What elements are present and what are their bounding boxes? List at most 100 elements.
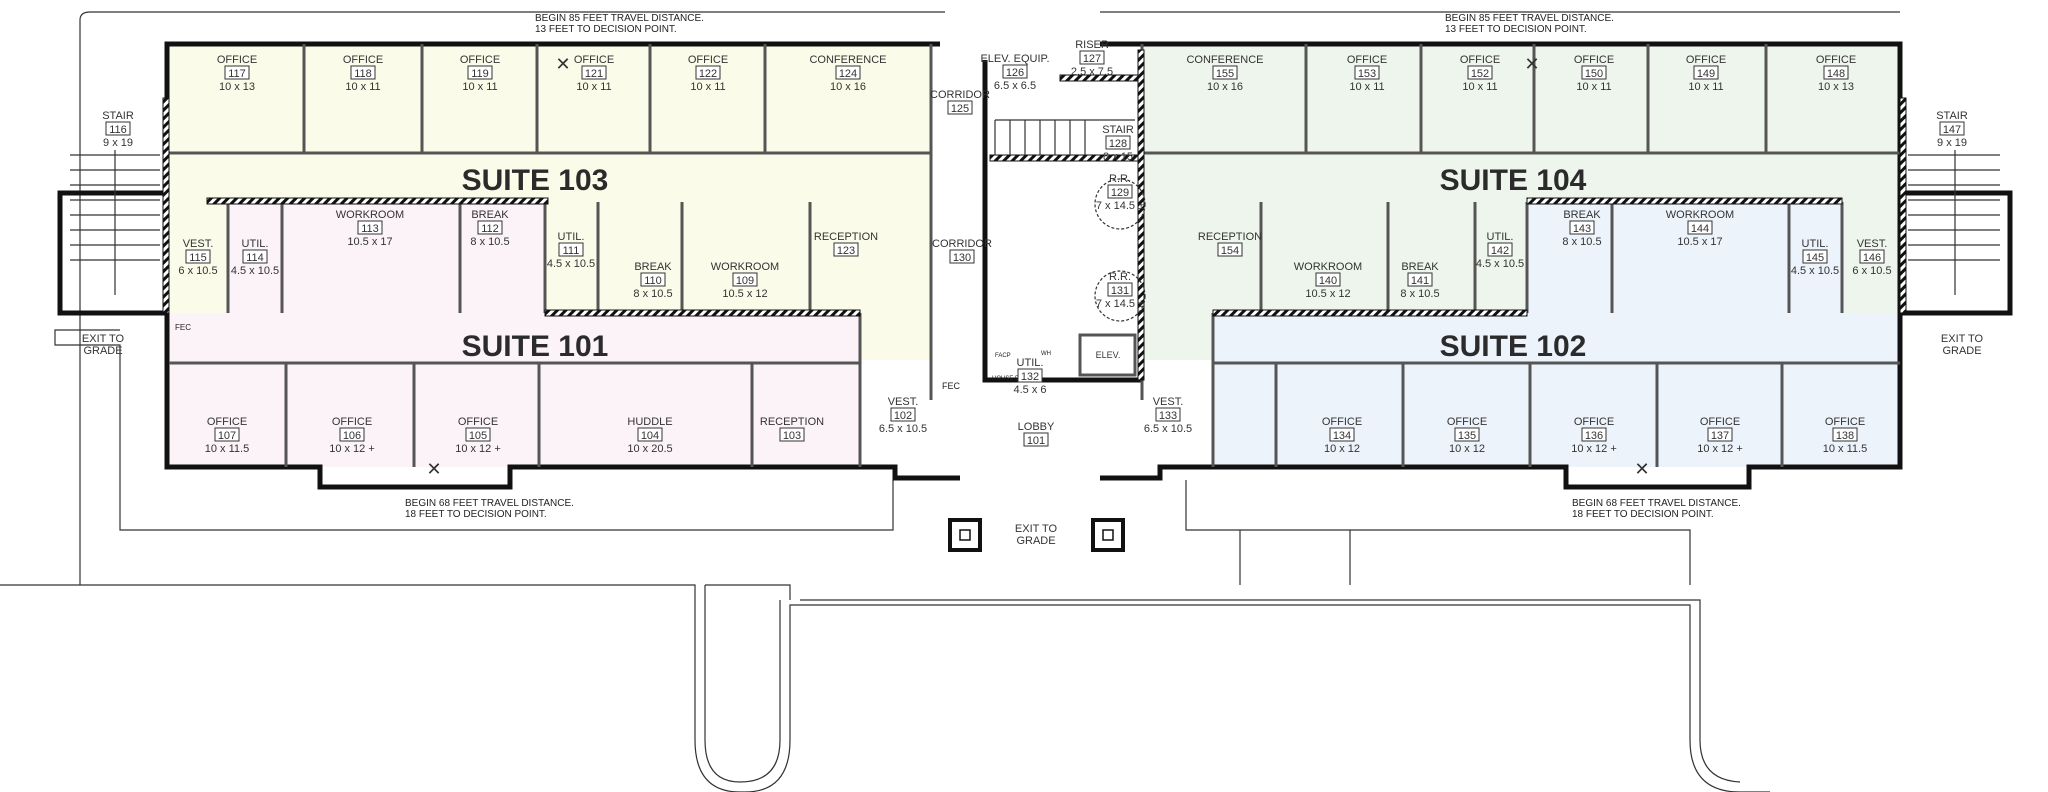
room-number-box <box>637 427 663 442</box>
room-size: 10 x 12 + <box>1697 443 1743 455</box>
room-number: 110 <box>644 275 662 287</box>
room-number: 154 <box>1221 245 1239 257</box>
room-name: UTIL. <box>242 238 269 250</box>
suite-label: SUITE 102 <box>1440 330 1587 363</box>
room-name: BREAK <box>1563 209 1601 221</box>
room-name: STAIR <box>1936 110 1968 122</box>
exit-label: EXIT TO <box>82 333 125 345</box>
room-number: 118 <box>354 68 372 80</box>
room-number: 155 <box>1216 68 1234 80</box>
room-size: 10 x 12 <box>1324 443 1360 455</box>
room-size: 10 x 11.5 <box>205 443 249 455</box>
room-name: OFFICE <box>332 416 372 428</box>
room-number-box <box>242 249 268 264</box>
stair-treads <box>70 119 2000 322</box>
room-number: 112 <box>481 223 499 235</box>
room-number-box <box>1687 220 1713 235</box>
room-size: 6.5 x 6.5 <box>994 80 1036 92</box>
room-size: 2.5 x 7.5 <box>1071 66 1113 78</box>
room-number: 146 <box>1863 252 1881 264</box>
room-size: 10 x 11 <box>576 81 611 93</box>
room-size: 9 x 19 <box>103 137 133 149</box>
room-size: 6 x 10.5 <box>178 265 217 277</box>
room-number: 102 <box>894 410 912 422</box>
room-number-box <box>1454 427 1480 442</box>
room-number: 109 <box>736 275 754 287</box>
room-number: 147 <box>1943 124 1961 136</box>
room-number-box <box>1569 220 1595 235</box>
room-name: RECEPTION <box>1198 231 1262 243</box>
room-name: OFFICE <box>1816 54 1856 66</box>
room-number: 142 <box>1491 245 1509 257</box>
room-number-box <box>732 272 758 287</box>
room-number-box <box>835 65 861 80</box>
room-number-box <box>1832 427 1858 442</box>
room-number-box <box>1693 65 1719 80</box>
room-number: 119 <box>471 68 489 80</box>
room-size: 4.5 x 10.5 <box>547 258 595 270</box>
room-size: 10 x 12 <box>1449 443 1485 455</box>
room-number: 152 <box>1471 68 1489 80</box>
room-name: OFFICE <box>217 54 257 66</box>
decision-point-x-icon: ✕ <box>426 459 441 479</box>
room-size: 10 x 13 <box>1818 81 1854 93</box>
room-name: UTIL. <box>1802 238 1829 250</box>
room-size: 6.5 x 10.5 <box>1144 423 1192 435</box>
room-number: 133 <box>1159 410 1177 422</box>
room-size: 6.5 x 10.5 <box>879 423 927 435</box>
room-number-box <box>1939 121 1965 136</box>
room-number-box <box>1212 65 1238 80</box>
room-size: 8 x 15 <box>1103 151 1133 163</box>
facp-label: FACP <box>995 353 1011 359</box>
room-size: 10 x 20.5 <box>627 443 672 455</box>
exit-label: EXIT TO <box>1941 333 1984 345</box>
room-number-box <box>1329 427 1355 442</box>
room-number: 148 <box>1827 68 1845 80</box>
room-name: CORRIDOR <box>932 238 992 250</box>
room-number-box <box>695 65 721 80</box>
room-number: 132 <box>1021 371 1039 383</box>
room-name: OFFICE <box>207 416 247 428</box>
room-name: WORKROOM <box>336 209 404 221</box>
room-name: CONFERENCE <box>809 54 886 66</box>
exit-label: GRADE <box>1942 345 1981 357</box>
room-number: 130 <box>953 252 971 264</box>
room-number: 103 <box>783 430 801 442</box>
room-number: 107 <box>218 430 236 442</box>
room-number: 143 <box>1573 223 1591 235</box>
room-number: 136 <box>1585 430 1603 442</box>
travel-distance-note: BEGIN 85 FEET TRAVEL DISTANCE. <box>1445 13 1614 24</box>
room-name: LOBBY <box>1018 421 1055 433</box>
room-number: 138 <box>1836 430 1854 442</box>
travel-distance-note: 18 FEET TO DECISION POINT. <box>1572 509 1714 520</box>
room-number-box <box>1002 64 1028 79</box>
room-number: 129 <box>1111 187 1129 199</box>
room-number: 135 <box>1458 430 1476 442</box>
entry-piers <box>948 518 1125 552</box>
room-number: 145 <box>1806 252 1824 264</box>
room-number-box <box>1023 432 1049 447</box>
room-number-box <box>890 407 916 422</box>
rated-wall <box>544 309 861 317</box>
room-size: 10 x 11 <box>345 81 380 93</box>
travel-distance-note: BEGIN 68 FEET TRAVEL DISTANCE. <box>1572 498 1741 509</box>
